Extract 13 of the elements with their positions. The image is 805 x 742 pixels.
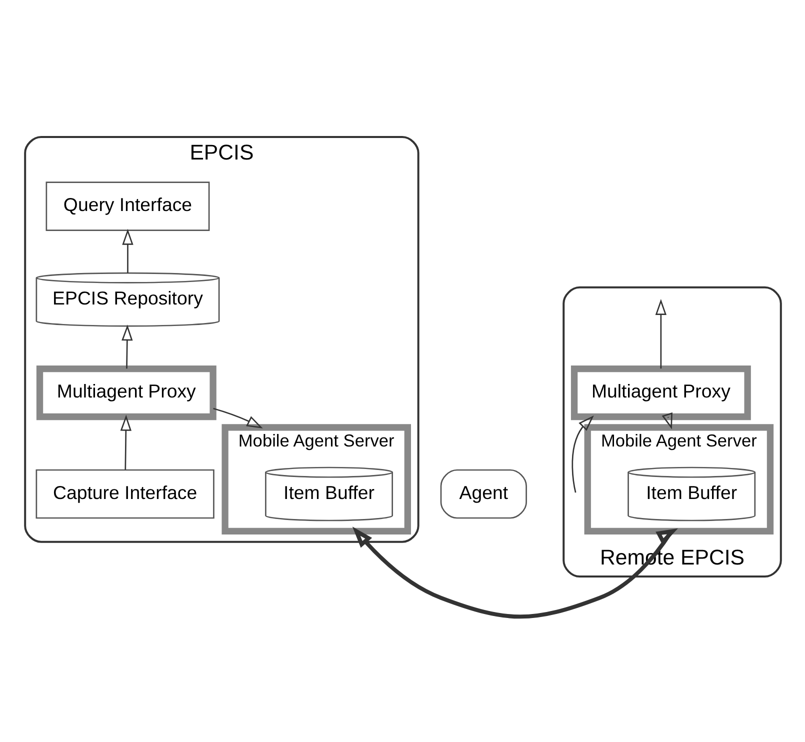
- arrow: [661, 412, 672, 429]
- arrow: [122, 228, 133, 272]
- node-box: Multiagent Proxy: [570, 364, 750, 420]
- arrow: [352, 526, 678, 618]
- node-box: Capture Interface: [35, 468, 214, 518]
- arrow: [120, 414, 132, 470]
- node-box: Multiagent Proxy: [36, 364, 216, 420]
- arrow: [212, 407, 262, 428]
- node-box: Agent: [440, 468, 526, 518]
- node-box: Query Interface: [45, 181, 210, 230]
- arrow: [121, 324, 132, 368]
- arrow: [654, 298, 666, 368]
- arrow: [571, 415, 594, 492]
